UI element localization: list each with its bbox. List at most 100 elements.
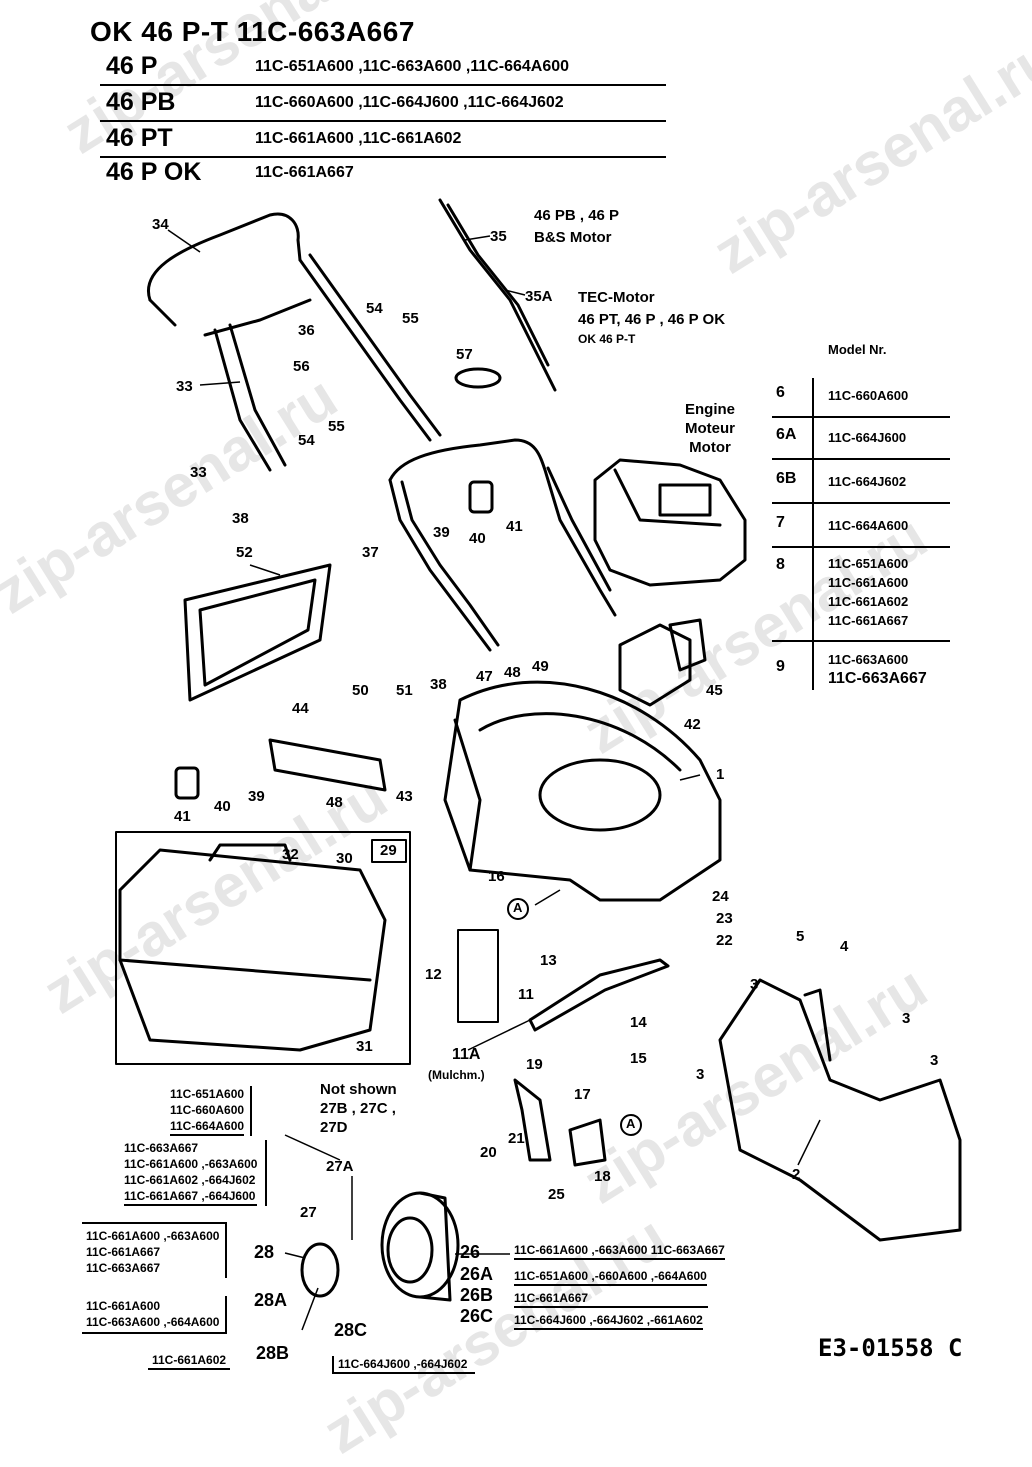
part-label: 35A [525,288,553,305]
engine-model-list: 11C-651A600 11C-661A600 11C-661A602 11C-… [828,554,908,630]
engine-label-fr: Moteur [685,420,735,437]
header-model: 46 P OK [106,158,202,186]
part-label: 12 [425,966,442,983]
engine-model-list: 11C-663A600 11C-663A667 [828,650,927,688]
header-codes: 11C-661A600 ,11C-661A602 [255,130,462,147]
code-box-28a: 11C-661A600 11C-663A600 ,-664A600 [82,1296,228,1334]
upper-handle [146,212,442,472]
model-code: 11C-664J600 ,-664J602 [338,1357,468,1371]
part-label-note: (Mulchm.) [428,1068,485,1082]
cutting-blade [528,958,670,1032]
engine-table-row: 8 11C-651A600 11C-661A600 11C-661A602 11… [772,548,950,642]
part-label: 39 [248,788,265,805]
engine-model: 11C-663A667 [828,670,927,687]
model-code: 11C-664A600 [170,1118,245,1136]
part-label: 13 [540,952,557,969]
part-label: 21 [508,1130,525,1147]
model-code: 11C-661A667 ,-664J600 [124,1188,258,1206]
header-codes: 11C-660A600 ,11C-664J600 ,11C-664J602 [255,94,564,111]
wheel [380,1191,460,1302]
header-row: 46 PB 11C-660A600 ,11C-664J600 ,11C-664J… [100,86,666,122]
code-box-26c: 11C-664J600 ,-664J602 ,-661A602 [514,1312,703,1330]
mulching-insert [718,978,962,1242]
model-code: 11C-661A602 ,-664J602 [124,1173,256,1187]
engine-model: 11C-664J600 [828,430,907,445]
engine-model: 11C-660A600 [828,388,909,403]
part-label: 15 [630,1050,647,1067]
hubcap [300,1242,340,1298]
part-label: 1 [716,766,725,783]
part-label: 36 [298,322,315,339]
model-code: 11C-661A600 ,-663A600 [86,1229,220,1243]
part-label: 32 [282,846,299,863]
part-label: 24 [712,888,729,905]
part-label: 40 [214,798,231,815]
drawing-number: E3-01558 C [818,1334,963,1362]
part-label: 40 [469,530,486,547]
part-label: 39 [433,524,450,541]
engine-label: Engine Moteur Motor [685,400,735,457]
handle-knob [468,480,494,514]
part-label: 28B [256,1343,290,1363]
code-box-28b: 11C-661A602 [148,1352,231,1370]
part-label: 48 [504,664,521,681]
engine-model: 11C-661A600 [828,575,909,590]
model-code: 11C-664J600 ,-664J602 ,-661A602 [514,1313,703,1327]
part-label: 33 [190,464,207,481]
grass-catcher-box [115,831,411,1065]
header-row: 46 P OK 11C-661A667 [100,156,666,190]
part-label: 11 [518,986,534,1003]
engine-key: 7 [776,514,785,531]
code-box-28c: 11C-664J600 ,-664J602 [332,1356,476,1374]
engine-key: 6A [776,426,797,443]
part-label: 38 [430,676,447,693]
engine-model: 11C-661A602 [828,594,909,609]
model-code: 11C-651A600 ,-660A600 ,-664A600 [514,1269,707,1283]
part-label: 28 [254,1242,275,1262]
bs-motor-note: B&S Motor [534,229,612,246]
part-label: 56 [293,358,310,375]
model-code: 11C-661A600 ,-663A600 [124,1157,258,1171]
reference-marker: A [626,1116,636,1131]
part-label: 51 [396,682,413,699]
model-code: 11C-663A667 [86,1261,161,1275]
part-label: 55 [402,310,419,327]
engine-table-row: 6B 11C-664J602 [772,460,950,504]
part-label: 37 [362,544,379,561]
part-label: 3 [902,1010,911,1027]
part-label: 23 [716,910,733,927]
code-box-27a-top: 11C-651A600 11C-660A600 11C-664A600 [170,1086,253,1136]
engine-model: 11C-664A600 [828,518,909,533]
mower-deck [443,680,722,902]
not-shown-parts: 27B , 27C , [320,1100,396,1117]
cable-clip [454,367,502,389]
part-label: 45 [706,682,723,699]
part-label: 48 [326,794,343,811]
code-box-26b: 11C-661A667 [514,1290,709,1308]
model-code: 11C-661A602 [152,1353,227,1367]
code-box-26a: 11C-651A600 ,-660A600 ,-664A600 [514,1268,707,1286]
tec-models-note: OK 46 P-T [578,332,636,346]
header-codes: 11C-651A600 ,11C-663A600 ,11C-664A600 [255,58,570,75]
model-code: 11C-661A667 [86,1245,161,1259]
part-label: 42 [684,716,701,733]
engine-model: 11C-651A600 [828,556,909,571]
not-shown-note: Not shown 27B , 27C , 27D [320,1080,397,1137]
engine-table-row: 9 11C-663A600 11C-663A667 [772,642,950,696]
part-label: 38 [232,510,249,527]
not-shown-parts: 27D [320,1119,348,1136]
lower-handle [388,438,617,652]
part-label: 29 [380,842,397,859]
diagram-title: OK 46 P-T 11C-663A667 [90,16,415,47]
part-label: 16 [488,868,505,885]
engine-key: 6 [776,384,785,401]
not-shown-title: Not shown [320,1081,397,1098]
engine-table-header: Model Nr. [828,342,887,357]
part-label: 11A [452,1046,481,1063]
rear-flap-bracket [618,623,692,707]
engine-model: 11C-664J602 [828,474,907,489]
part-label: 26B [460,1285,494,1305]
part-label: 28C [334,1320,368,1340]
engine-table-row: 6A 11C-664J600 [772,418,950,460]
tec-motor-note: TEC-Motor [578,289,655,306]
